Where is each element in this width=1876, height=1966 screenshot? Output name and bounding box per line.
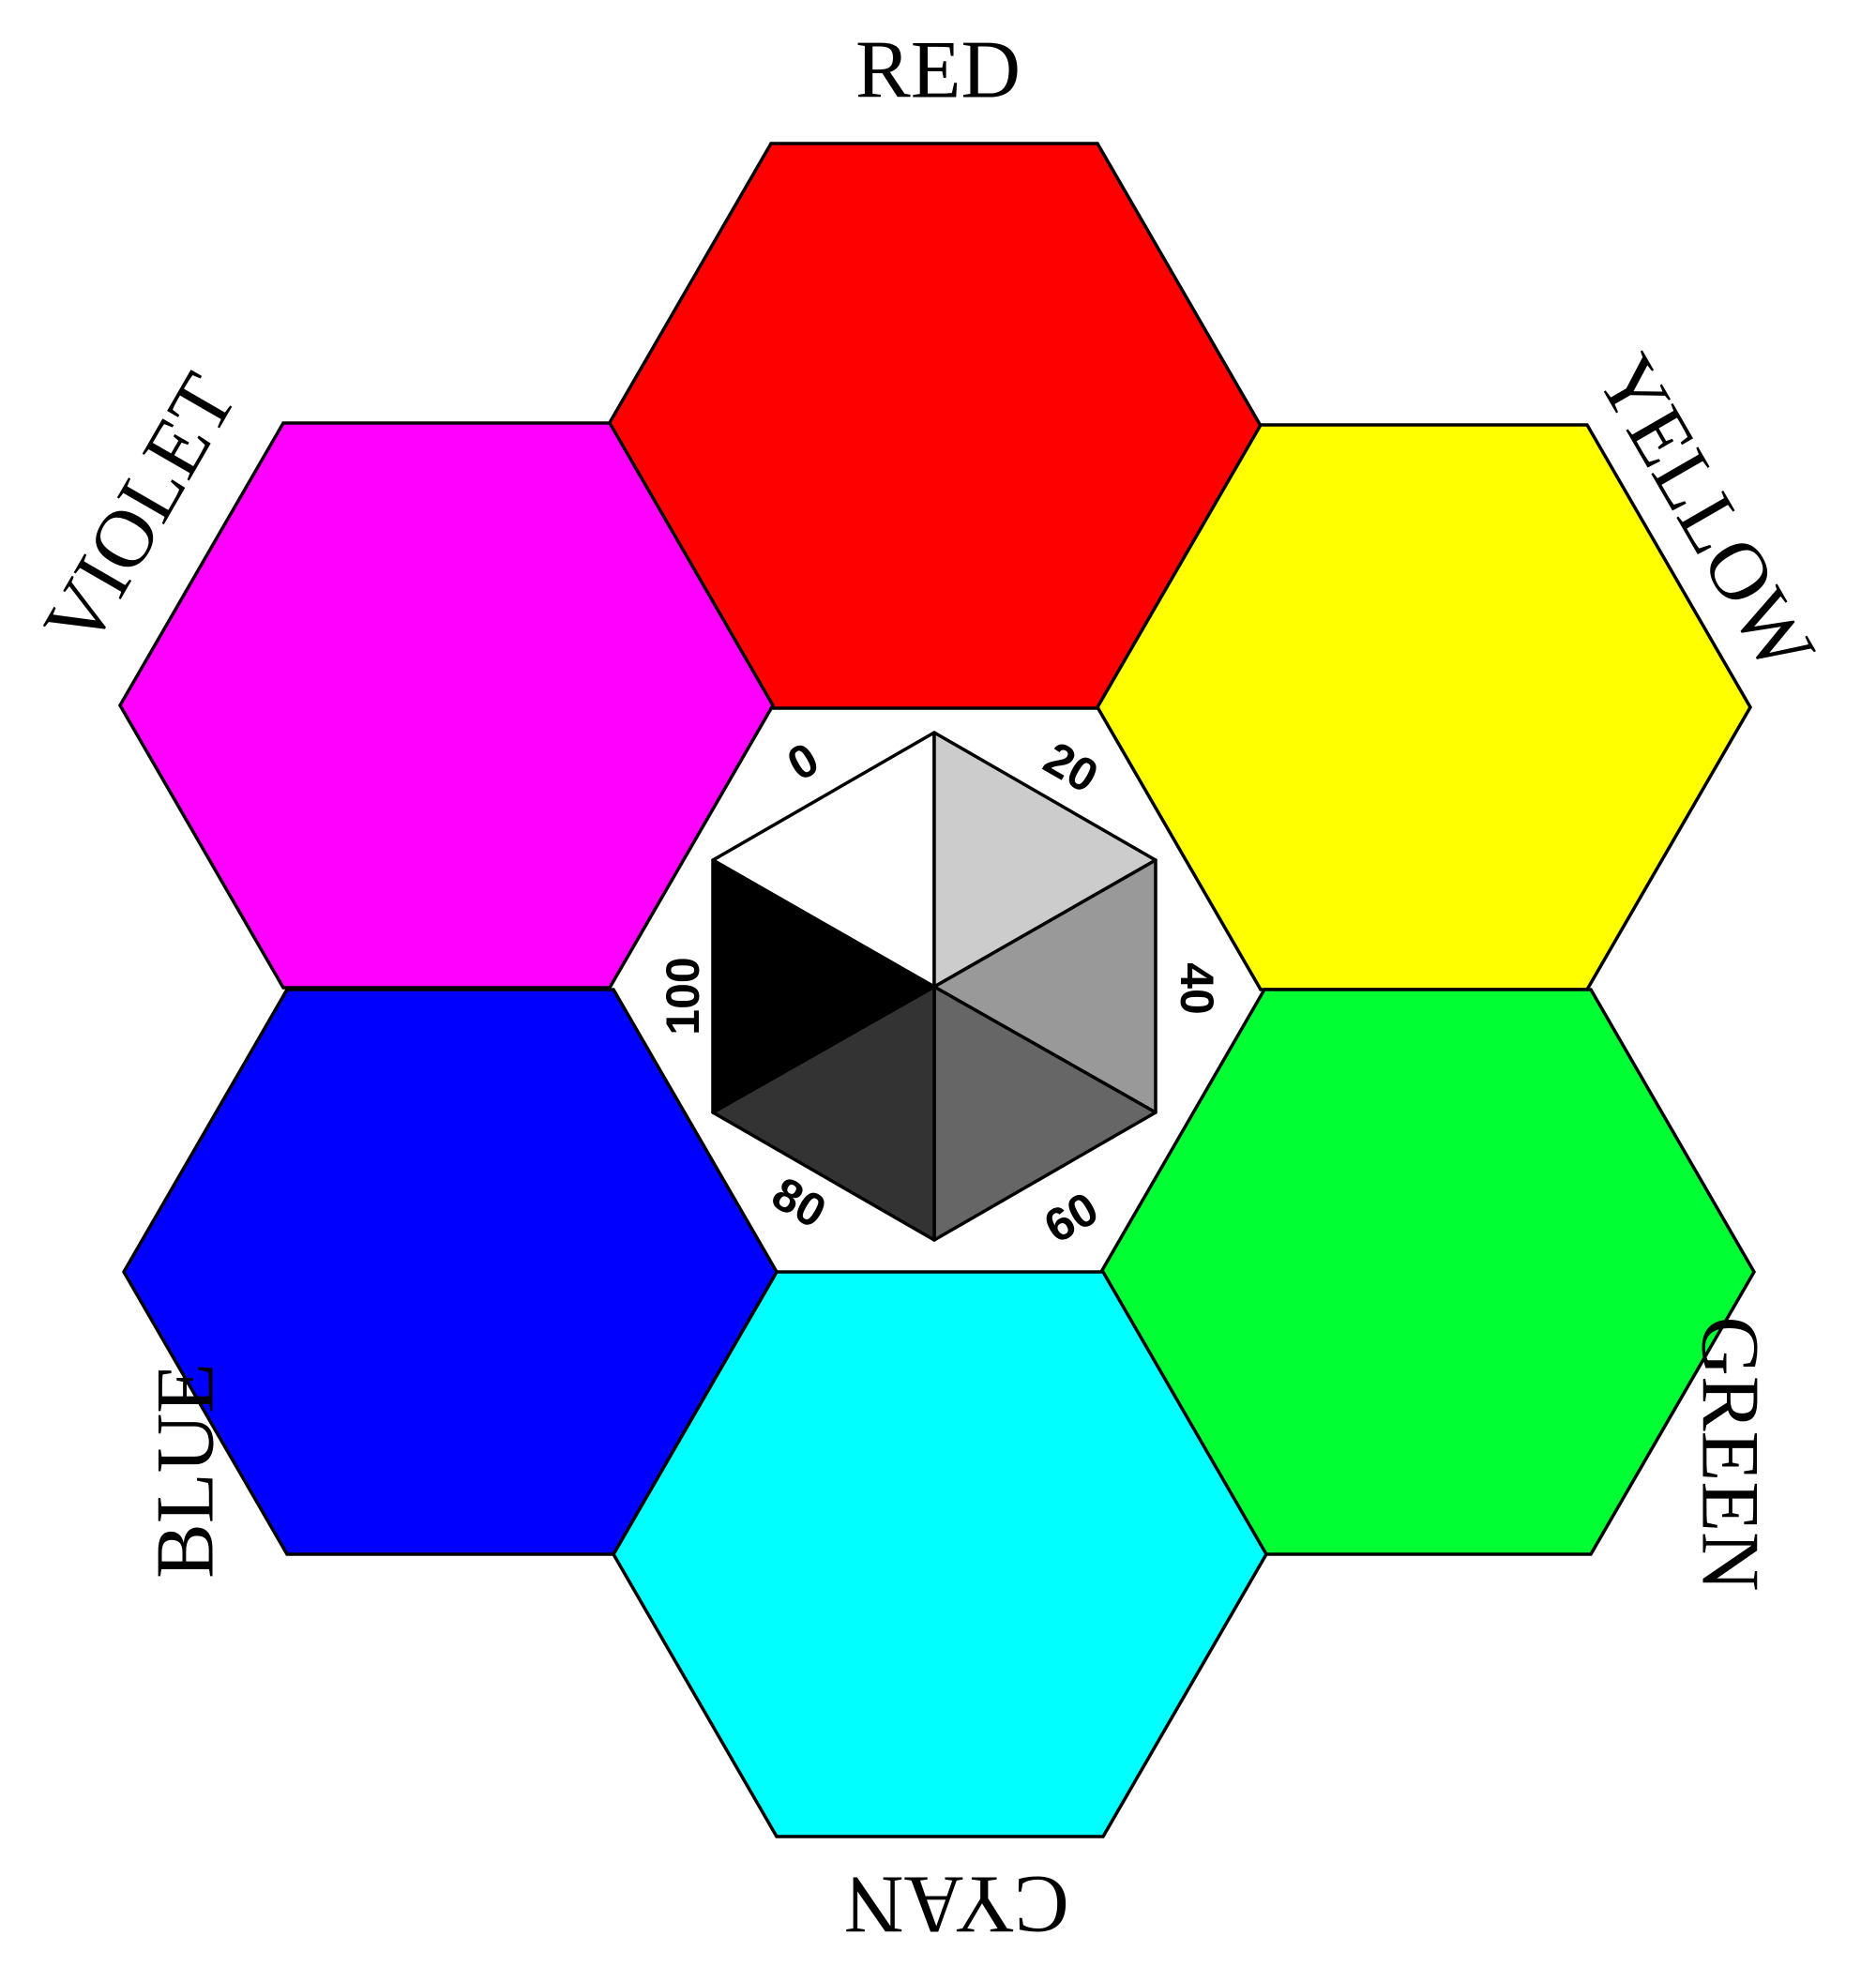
gray-label-100: 100: [657, 957, 709, 1035]
label-red: RED: [855, 25, 1021, 116]
gray-segment-100: [711, 858, 936, 1114]
gray-label-20: 20: [1036, 732, 1107, 803]
grayscale-hexagon: [711, 731, 1157, 1242]
label-blue: BLUE: [141, 1363, 232, 1579]
label-green: GREEN: [1685, 1316, 1776, 1591]
gray-label-0: 0: [779, 733, 827, 791]
gray-label-40: 40: [1171, 962, 1223, 1015]
gray-label-60: 60: [1036, 1182, 1107, 1253]
hex-blue: [121, 988, 779, 1556]
hex-violet: [117, 421, 776, 990]
label-cyan: CYAN: [844, 1859, 1069, 1950]
